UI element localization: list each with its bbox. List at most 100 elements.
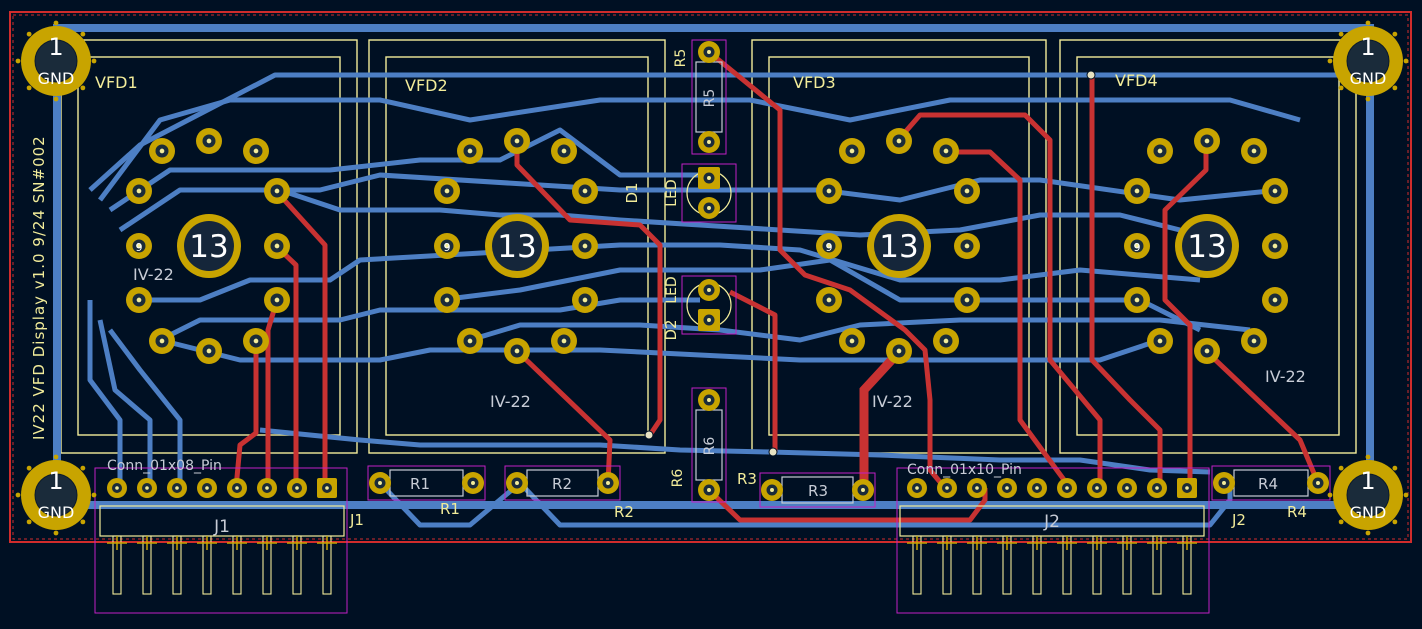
connector-pad[interactable] — [107, 478, 127, 498]
tube-pin-11[interactable] — [1194, 338, 1220, 364]
connector-pin-7[interactable] — [1087, 478, 1107, 595]
connector-pin-10[interactable] — [1177, 478, 1197, 595]
connector-pin-3[interactable] — [967, 478, 987, 595]
tube-pin-6[interactable] — [434, 233, 460, 259]
resistor-pad-2[interactable] — [597, 472, 619, 494]
connector-pad[interactable] — [197, 478, 217, 498]
tube-pin-7[interactable] — [954, 233, 980, 259]
resistor-pad-1[interactable] — [1213, 472, 1235, 494]
connector-pad[interactable] — [257, 478, 277, 498]
tube-pin-11[interactable] — [504, 338, 530, 364]
tube-pin-8[interactable] — [434, 287, 460, 313]
tube-pin-10[interactable] — [457, 328, 483, 354]
tube-pin-4[interactable] — [126, 178, 152, 204]
tube-pin-9[interactable] — [954, 287, 980, 313]
connector-pad[interactable] — [997, 478, 1017, 498]
connector-pin-4[interactable] — [997, 478, 1017, 595]
connector-pad[interactable] — [317, 478, 337, 498]
tube-pin-12[interactable] — [551, 328, 577, 354]
tube-pin-7[interactable] — [1262, 233, 1288, 259]
connector-pin-3[interactable] — [167, 478, 187, 595]
tube-pin-8[interactable] — [816, 287, 842, 313]
resistor-pad-1[interactable] — [698, 41, 720, 63]
resistor-pad-1[interactable] — [698, 389, 720, 411]
led-pad-square[interactable] — [698, 279, 720, 301]
connector-pin-2[interactable] — [137, 478, 157, 595]
connector-pin-5[interactable] — [227, 478, 247, 595]
connector-pad[interactable] — [137, 478, 157, 498]
led-pad-round[interactable] — [698, 197, 720, 219]
connector-pin-5[interactable] — [1027, 478, 1047, 595]
connector-pad[interactable] — [227, 478, 247, 498]
tube-pin-5[interactable] — [954, 178, 980, 204]
tube-pin-4[interactable] — [816, 178, 842, 204]
connector-pad[interactable] — [1057, 478, 1077, 498]
led-pad-round[interactable] — [698, 309, 720, 331]
connector-pad[interactable] — [1117, 478, 1137, 498]
tube-pin-2[interactable] — [1194, 128, 1220, 154]
connector-pad[interactable] — [937, 478, 957, 498]
tube-pin-9[interactable] — [264, 287, 290, 313]
tube-pin-5[interactable] — [264, 178, 290, 204]
tube-pin-1[interactable] — [149, 138, 175, 164]
tube-pin-5[interactable] — [572, 178, 598, 204]
tube-pin-10[interactable] — [839, 328, 865, 354]
tube-pin-10[interactable] — [149, 328, 175, 354]
tube-pin-3[interactable] — [551, 138, 577, 164]
resistor-pad-2[interactable] — [462, 472, 484, 494]
connector-pin-8[interactable] — [317, 478, 337, 595]
connector-pad[interactable] — [1027, 478, 1047, 498]
connector-pin-7[interactable] — [287, 478, 307, 595]
tube-pin-11[interactable] — [196, 338, 222, 364]
connector-pin-6[interactable] — [1057, 478, 1077, 595]
connector-pin-9[interactable] — [1147, 478, 1167, 595]
resistor-pad-1[interactable] — [369, 472, 391, 494]
tube-pin-6[interactable] — [1124, 233, 1150, 259]
connector-pad[interactable] — [1087, 478, 1107, 498]
connector-pad[interactable] — [1177, 478, 1197, 498]
tube-pin-10[interactable] — [1147, 328, 1173, 354]
connector-pad[interactable] — [907, 478, 927, 498]
tube-pin-4[interactable] — [434, 178, 460, 204]
tube-pin-4[interactable] — [1124, 178, 1150, 204]
tube-pin-2[interactable] — [196, 128, 222, 154]
tube-pin-1[interactable] — [1147, 138, 1173, 164]
connector-pad[interactable] — [967, 478, 987, 498]
connector-pad[interactable] — [287, 478, 307, 498]
tube-pin-5[interactable] — [1262, 178, 1288, 204]
connector-pin-1[interactable] — [907, 478, 927, 595]
tube-pin-9[interactable] — [1262, 287, 1288, 313]
tube-pin-1[interactable] — [839, 138, 865, 164]
led-pad-square[interactable] — [698, 167, 720, 189]
tube-pin-2[interactable] — [886, 128, 912, 154]
connector-pin-8[interactable] — [1117, 478, 1137, 595]
tube-pin-1[interactable] — [457, 138, 483, 164]
tube-pin-6[interactable] — [816, 233, 842, 259]
resistor-pad-1[interactable] — [761, 479, 783, 501]
resistor-pad-2[interactable] — [852, 479, 874, 501]
resistor-pad-2[interactable] — [698, 131, 720, 153]
tube-pin-12[interactable] — [1241, 328, 1267, 354]
tube-pin-3[interactable] — [243, 138, 269, 164]
tube-pin-9[interactable] — [572, 287, 598, 313]
tube-pin-6[interactable] — [126, 233, 152, 259]
tube-pin-3[interactable] — [1241, 138, 1267, 164]
tube-pin-3[interactable] — [933, 138, 959, 164]
tube-pin-11[interactable] — [886, 338, 912, 364]
tube-pin-7[interactable] — [264, 233, 290, 259]
resistor-pad-1[interactable] — [506, 472, 528, 494]
tube-pin-12[interactable] — [933, 328, 959, 354]
connector-pin-4[interactable] — [197, 478, 217, 595]
connector-pad[interactable] — [1147, 478, 1167, 498]
connector-pin-2[interactable] — [937, 478, 957, 595]
resistor-pad-2[interactable] — [698, 479, 720, 501]
tube-pin-8[interactable] — [1124, 287, 1150, 313]
resistor-pad-2[interactable] — [1307, 472, 1329, 494]
connector-pin-1[interactable] — [107, 478, 127, 595]
tube-pin-7[interactable] — [572, 233, 598, 259]
tube-pin-12[interactable] — [243, 328, 269, 354]
connector-pin-6[interactable] — [257, 478, 277, 595]
connector-pad[interactable] — [167, 478, 187, 498]
